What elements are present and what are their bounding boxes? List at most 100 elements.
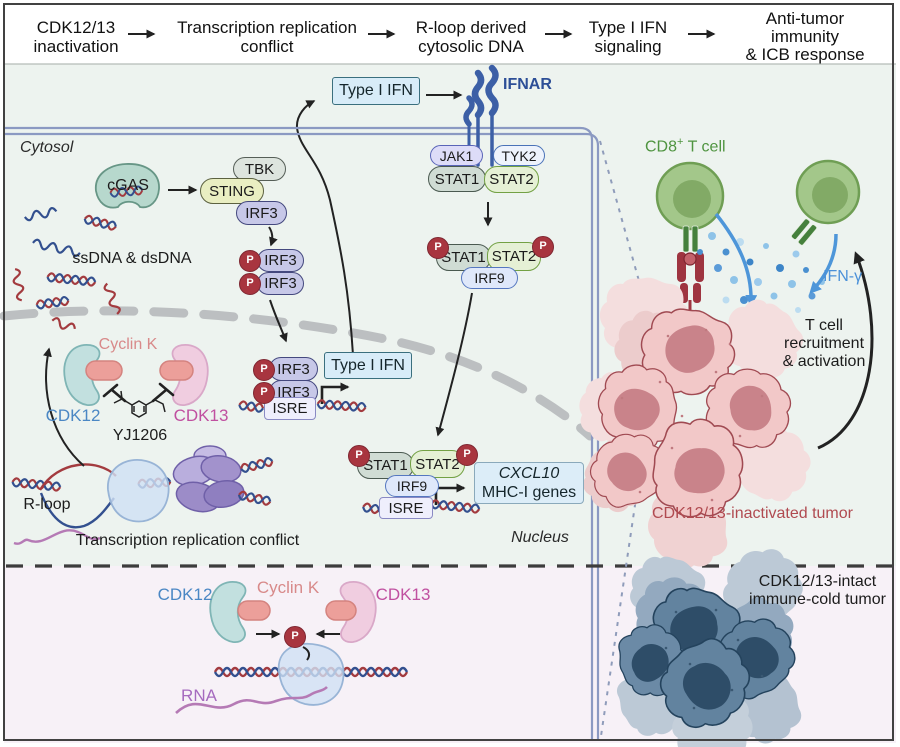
p-irf3-pill-2: IRF3 [257,272,304,295]
cdk12-cyclink-cdk13-nucleus [63,344,209,418]
cdk12-label-bottom: CDK12 [157,585,213,604]
rloop-label: R-loop [23,496,71,513]
cdk13-label-bottom: CDK13 [375,585,431,604]
flow-step-5-line2: immunity [770,27,839,46]
type-i-ifn-label: Type I IFN [339,82,413,99]
flow-step-5-line1: Anti-tumor [765,9,845,28]
sting-pill: STING [200,178,264,204]
cd8-t-cell-label: CD8+ T cell [645,136,740,156]
cd8-t-cell-1 [655,161,725,316]
tyk2-pill: TYK2 [493,145,545,166]
cyclin-k-label-bottom: Cyclin K [256,578,320,597]
flow-step-2: Transcription replication conflict [177,18,357,56]
cdk12-13-intact-tumor [606,534,817,747]
type-i-ifn-label: Type I IFN [331,356,405,374]
zoom-dashed-lines [599,140,645,737]
stat2-label: STAT2 [415,455,460,473]
cd8-suffix: T cell [683,138,726,156]
stat2-label: STAT2 [491,248,537,265]
flow-step-5: Anti-tumor immunity & ICB response [725,10,885,64]
irf9-label: IRF9 [474,270,505,286]
irf3-label: IRF3 [245,204,278,222]
flow-step-3: R-loop derived cytosolic DNA [415,18,527,56]
cgas-label: cGAS [107,177,149,194]
nuclear-irf9-pill: IRF9 [385,475,439,497]
phospho-badge: P [532,236,554,258]
cxcl10-label: CXCL10 [498,465,560,482]
ssdna-dsdna-label: ssDNA & dsDNA [72,250,192,267]
stat1-label: STAT1 [441,249,486,266]
tumor-intact-label: CDK12/13-intact immune-cold tumor [740,573,895,609]
stat2-pill: STAT2 [484,166,539,193]
cd8-text: CD8 [645,138,678,156]
nuclear-membrane [0,306,595,441]
jak1-pill: JAK1 [430,145,483,166]
phospho-badge: P [239,250,261,272]
stat2-label: STAT2 [489,171,534,188]
cytosol-label: Cytosol [20,139,74,156]
tyk2-label: TYK2 [501,147,537,164]
tcell-recruitment-label: T cell recruitment & activation [768,317,880,371]
tumor-intact-line2: immune-cold tumor [749,591,886,608]
jak1-label: JAK1 [439,147,474,164]
phospho-badge: P [348,445,370,467]
isre-label: ISRE [272,400,308,417]
cd8-sup: + [677,136,684,148]
rna-pol2-blob [107,459,170,523]
irf3-label: IRF3 [264,252,297,269]
tbk-label: TBK [244,160,275,178]
phospho-badge: P [253,382,275,404]
yj1206-label: YJ1206 [112,427,168,444]
flow-step-5-line3: & ICB response [745,45,865,64]
ifn-gamma-label: IFN-γ [823,268,863,285]
tcell-line2: recruitment [783,335,865,352]
cd8-t-cell-2 [790,159,861,246]
rna-strand [13,529,101,545]
cdk12-13-inactivated-tumor [566,277,824,580]
rna-label: RNA [181,686,217,705]
phospho-badge: P [239,273,261,295]
tumor-inactivated-label: CDK12/13-inactivated tumor [652,505,853,522]
irf9-label: IRF9 [396,478,428,494]
isre-box-2: ISRE [379,497,433,519]
nuclear-stat2-pill: STAT2 [410,450,465,478]
flow-step-1: CDK12/13 inactivation [33,18,119,56]
replisome-blob [172,445,245,513]
tcell-line3: & activation [782,353,866,370]
stat1-pill: STAT1 [428,166,486,192]
cdk13-label: CDK13 [173,406,229,425]
ifnar-label: IFNAR [503,76,552,93]
tcell-line1: T cell [805,317,843,334]
irf3-label: IRF3 [277,383,310,401]
nuclear-p-irf3-pill-1: IRF3 [269,357,318,381]
right-panel-arrows [714,212,874,450]
irf3-label: IRF3 [264,275,297,292]
phospho-badge: P [427,237,449,259]
isre-box-1: ISRE [264,397,316,420]
phospho-badge: P [456,444,478,466]
type-i-ifn-box-nucleus: Type I IFN [324,352,412,379]
inhibition-tbars [102,382,175,403]
irf3-label: IRF3 [277,360,310,378]
irf3-pill: IRF3 [236,201,287,225]
tumor-intact-line1: CDK12/13-intact [758,573,877,590]
sting-label: STING [209,182,255,200]
isre-label: ISRE [388,499,424,517]
type-i-ifn-box-top: Type I IFN [332,77,420,105]
cyclin-k-label: Cyclin K [98,336,158,353]
phospho-badge: P [284,626,306,648]
cdk12-label: CDK12 [45,406,101,425]
cell-membrane [4,126,600,740]
phospho-badge: P [253,359,275,381]
p-irf3-pill-1: IRF3 [257,249,304,272]
transcription-replication-conflict-art [10,445,275,545]
cgas-blob [95,163,160,209]
stat1-label: STAT1 [434,170,480,188]
mhc-genes-label: MHC-I genes [481,484,577,501]
bottom-panel-art [175,581,409,714]
flow-step-4: Type I IFN signaling [588,18,668,56]
cxcl10-mhc-genes-box: CXCL10 MHC-I genes [474,462,584,504]
nucleus-label: Nucleus [511,529,569,546]
